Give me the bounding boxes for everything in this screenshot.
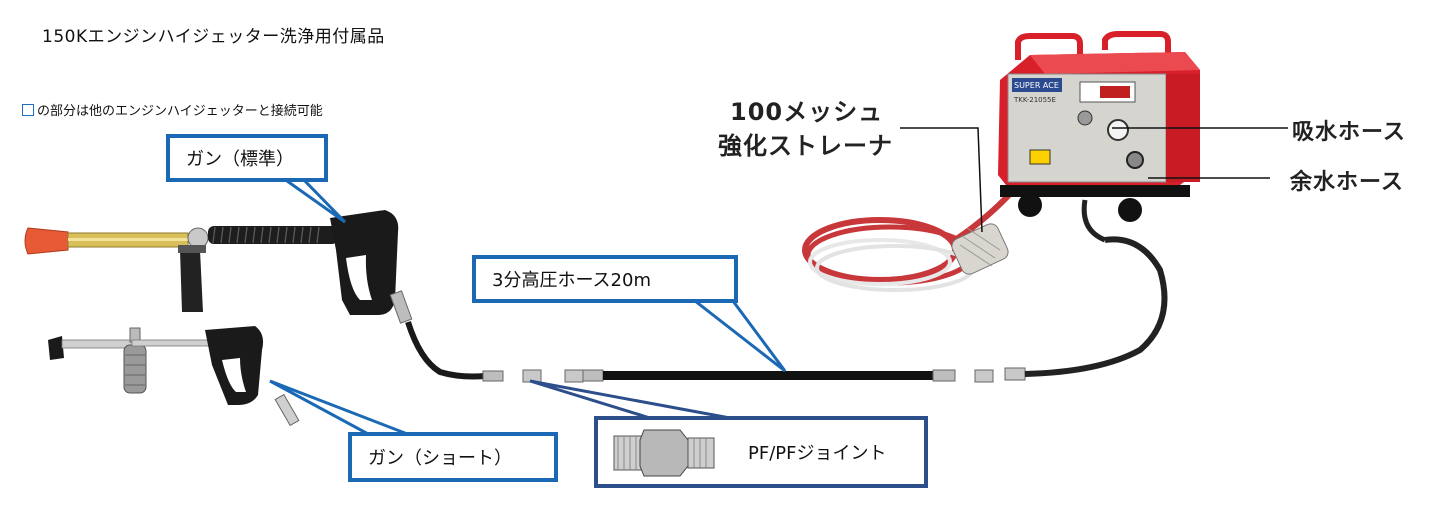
connectable-note: の部分は他のエンジンハイジェッターと接続可能 xyxy=(22,100,323,119)
suction-hose-label: 吸水ホース xyxy=(1292,120,1406,145)
engine-machine: SUPER ACE TKK-21055E xyxy=(998,31,1200,222)
brand-text: SUPER ACE xyxy=(1014,81,1059,90)
joint-label: PF/PFジョイント xyxy=(748,443,887,464)
note-text: の部分は他のエンジンハイジェッターと接続可能 xyxy=(37,104,323,119)
model-text: TKK-21055E xyxy=(1013,96,1056,104)
pf-joint-icon xyxy=(613,429,715,477)
page-title: 150Kエンジンハイジェッター洗浄用付属品 xyxy=(42,27,385,47)
excess-hose-label: 余水ホース xyxy=(1290,170,1404,195)
high-pressure-hose xyxy=(582,199,1168,382)
pf-joints xyxy=(522,367,1026,383)
blue-square-icon xyxy=(22,104,34,116)
strainer xyxy=(951,223,1009,275)
strainer-label-line2: 強化ストレーナ xyxy=(718,132,893,160)
leader-lines xyxy=(900,127,1288,233)
strainer-label-line1: 100メッシュ xyxy=(730,98,884,126)
callout-joint: PF/PFジョイント xyxy=(594,416,928,488)
callout-gun-standard: ガン（標準） xyxy=(166,134,328,182)
standard-gun xyxy=(24,210,504,382)
callout-pointers xyxy=(269,174,787,437)
short-gun xyxy=(48,326,300,427)
hose-label: 3分高圧ホース20m xyxy=(492,270,651,291)
gun-standard-label: ガン（標準） xyxy=(186,149,294,170)
callout-gun-short: ガン（ショート） xyxy=(348,432,558,482)
callout-hose: 3分高圧ホース20m xyxy=(472,255,738,303)
gun-short-label: ガン（ショート） xyxy=(368,448,512,469)
